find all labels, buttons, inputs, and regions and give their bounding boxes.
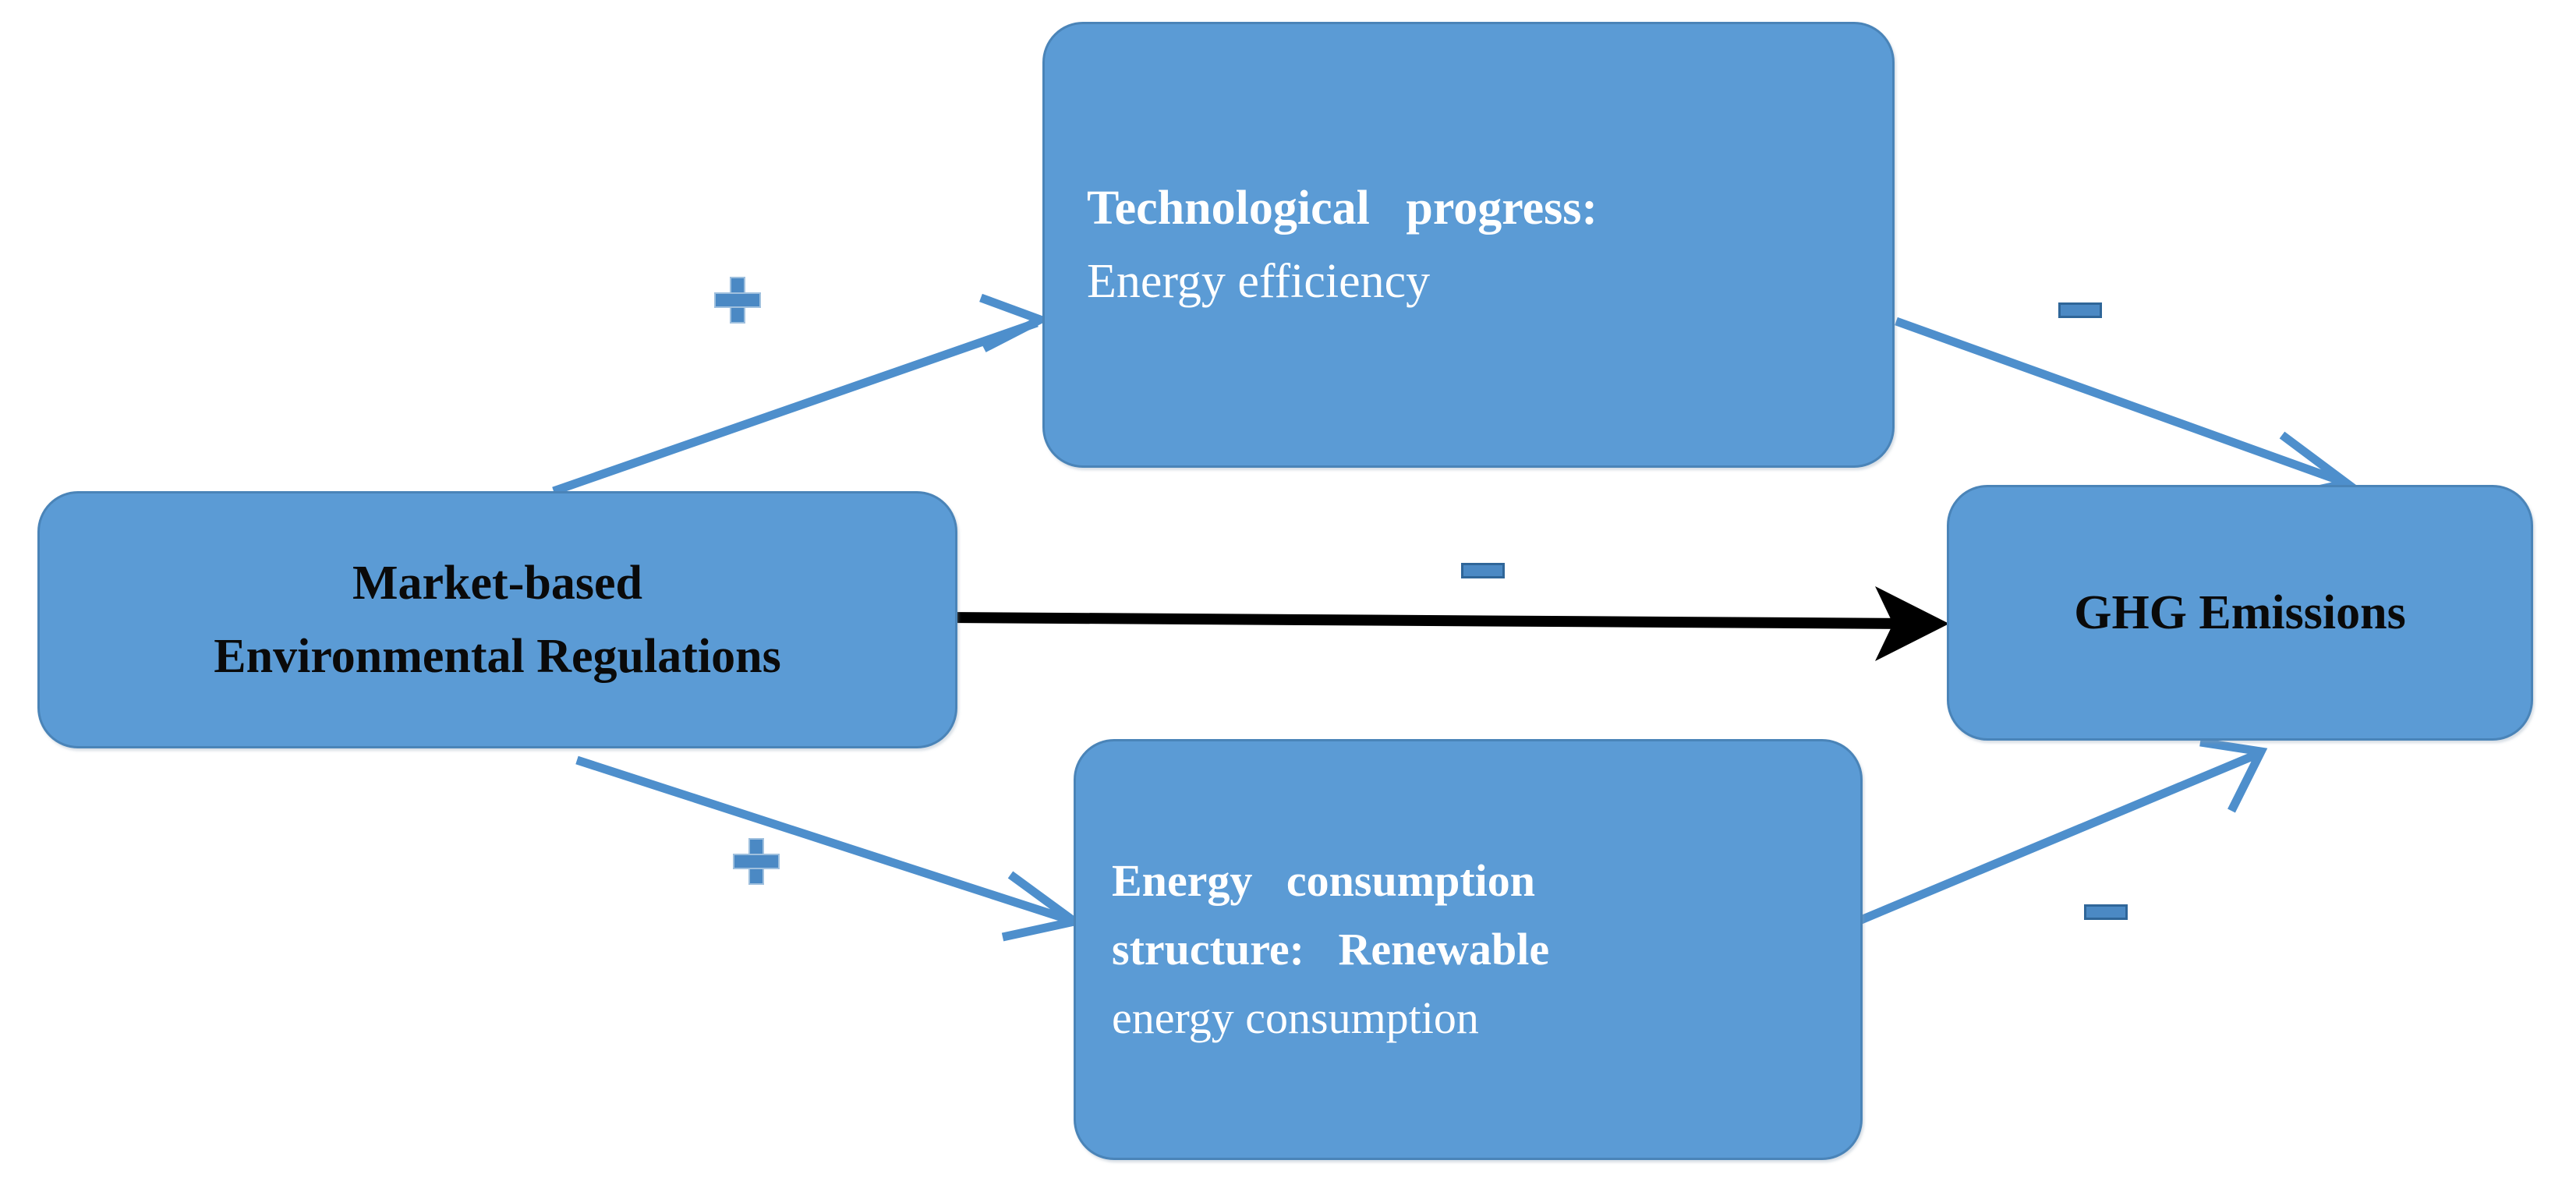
node-technological-progress-line2: Energy efficiency [1087,255,1431,308]
edge-regulations-to-ghg [945,586,1949,661]
node-market-based-environmental-regulations[interactable]: Market-based Environmental Regulations [37,491,957,748]
node-technological-progress-line1: Technological progress: [1087,181,1598,235]
plus-sign-icon-regulations-to-energy-structure [733,838,780,885]
edge-regulations-to-technological-progress [552,293,1051,496]
node-energy-consumption-structure[interactable]: Energy consumption structure: Renewable … [1074,739,1863,1160]
edge-technological-progress-to-ghg [1895,317,2357,504]
node-technological-progress[interactable]: Technological progress: Energy efficienc… [1042,22,1895,468]
node-energy-structure-line3: energy consumption [1112,992,1479,1044]
plus-sign-icon-regulations-to-technological-progress [714,277,761,324]
minus-sign-icon-regulations-to-ghg [1461,563,1505,578]
node-ghg-emissions-line1: GHG Emissions [2074,585,2406,639]
node-regulations-line1: Market-based [352,556,642,610]
node-energy-structure-line2: structure: Renewable [1112,923,1550,974]
node-energy-structure-line1: Energy consumption [1112,854,1536,906]
edge-regulations-to-energy-structure [575,755,1085,942]
node-ghg-emissions[interactable]: GHG Emissions [1947,485,2533,741]
minus-sign-icon-energy-structure-to-ghg [2084,904,2128,920]
minus-sign-icon-technological-progress-to-ghg [2058,302,2102,318]
node-regulations-line2: Environmental Regulations [214,630,781,683]
edge-energy-structure-to-ghg [1840,737,2268,932]
